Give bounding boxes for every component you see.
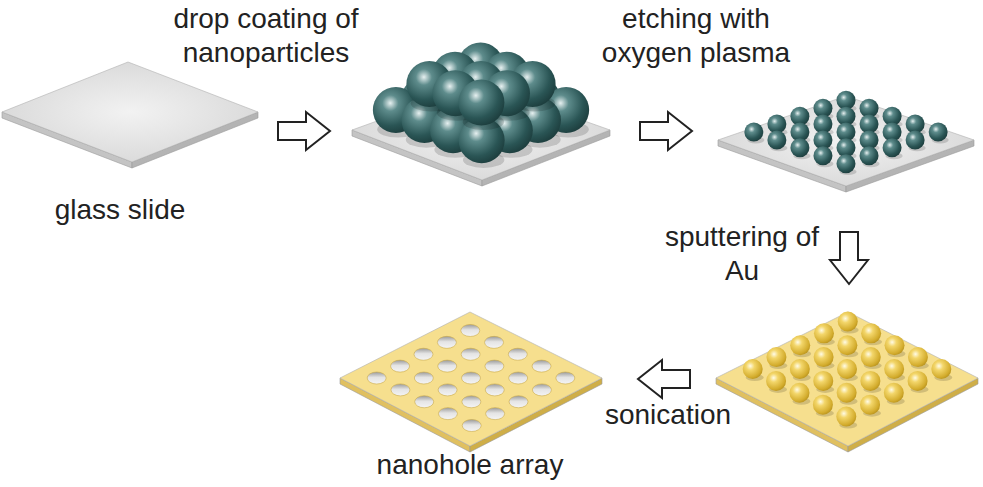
etched-slide bbox=[718, 96, 974, 192]
nanohole bbox=[509, 372, 528, 384]
nanohole bbox=[485, 336, 504, 348]
nanohole bbox=[485, 360, 504, 372]
nanoparticle-layer bbox=[373, 57, 589, 168]
step-label: sputtering of Au bbox=[657, 220, 827, 287]
process-arrow bbox=[638, 360, 690, 398]
step-label: glass slide bbox=[20, 193, 220, 227]
nanohole bbox=[556, 372, 575, 384]
sphere bbox=[836, 407, 856, 427]
sphere bbox=[814, 347, 834, 367]
process-arrow bbox=[640, 112, 692, 150]
sphere bbox=[458, 79, 504, 125]
step-label: nanohole array bbox=[340, 448, 600, 482]
sphere bbox=[790, 359, 810, 379]
step-label: drop coating of nanoparticles bbox=[146, 2, 386, 69]
gold-coated-slide bbox=[716, 312, 978, 452]
sphere bbox=[884, 383, 904, 403]
sphere bbox=[931, 359, 951, 379]
sphere bbox=[908, 371, 928, 391]
sphere bbox=[837, 154, 856, 173]
gold-capped-particles bbox=[743, 311, 953, 428]
process-arrow bbox=[830, 232, 868, 284]
sphere bbox=[744, 123, 763, 142]
sphere bbox=[789, 383, 809, 403]
nanohole bbox=[509, 396, 528, 408]
sphere bbox=[766, 371, 786, 391]
sphere bbox=[837, 335, 857, 355]
process-arrow bbox=[278, 112, 330, 150]
glass-slide bbox=[2, 62, 258, 168]
sphere bbox=[860, 371, 880, 391]
sphere bbox=[929, 123, 948, 142]
sphere bbox=[743, 359, 763, 379]
nanohole bbox=[532, 360, 551, 372]
nanohole bbox=[462, 396, 481, 408]
nanohole bbox=[461, 324, 480, 336]
nanohole bbox=[485, 384, 504, 396]
sphere bbox=[837, 383, 857, 403]
nanohole-array-slide bbox=[340, 312, 602, 452]
sphere bbox=[860, 146, 879, 165]
sphere bbox=[861, 347, 881, 367]
sphere bbox=[813, 371, 833, 391]
nanohole bbox=[532, 384, 551, 396]
sphere bbox=[814, 323, 834, 343]
nanohole bbox=[461, 348, 480, 360]
nanohole bbox=[415, 396, 434, 408]
nanohole bbox=[438, 408, 457, 420]
sphere bbox=[767, 130, 786, 149]
nanohole bbox=[462, 420, 481, 432]
nanohole bbox=[437, 336, 456, 348]
sphere bbox=[861, 323, 881, 343]
sphere bbox=[790, 138, 809, 157]
nanohole bbox=[367, 372, 386, 384]
nanohole bbox=[508, 348, 527, 360]
nanohole bbox=[391, 384, 410, 396]
sphere bbox=[908, 347, 928, 367]
step-label: etching with oxygen plasma bbox=[576, 2, 816, 69]
sphere bbox=[790, 335, 810, 355]
sphere bbox=[837, 359, 857, 379]
sphere bbox=[766, 347, 786, 367]
nanohole bbox=[414, 372, 433, 384]
sphere bbox=[885, 335, 905, 355]
nanohole bbox=[462, 372, 481, 384]
sphere bbox=[813, 395, 833, 415]
sphere bbox=[838, 311, 858, 331]
nanohole bbox=[438, 384, 457, 396]
nanohole bbox=[414, 348, 433, 360]
nanohole bbox=[486, 408, 505, 420]
nanohole bbox=[438, 360, 457, 372]
sphere bbox=[813, 146, 832, 165]
sphere bbox=[883, 138, 902, 157]
nanohole bbox=[391, 360, 410, 372]
sphere bbox=[884, 359, 904, 379]
step-label: sonication bbox=[578, 398, 758, 432]
sphere bbox=[906, 130, 925, 149]
sphere bbox=[860, 395, 880, 415]
nanoparticle-layer bbox=[406, 43, 555, 130]
etched-nanoparticles bbox=[744, 91, 948, 175]
